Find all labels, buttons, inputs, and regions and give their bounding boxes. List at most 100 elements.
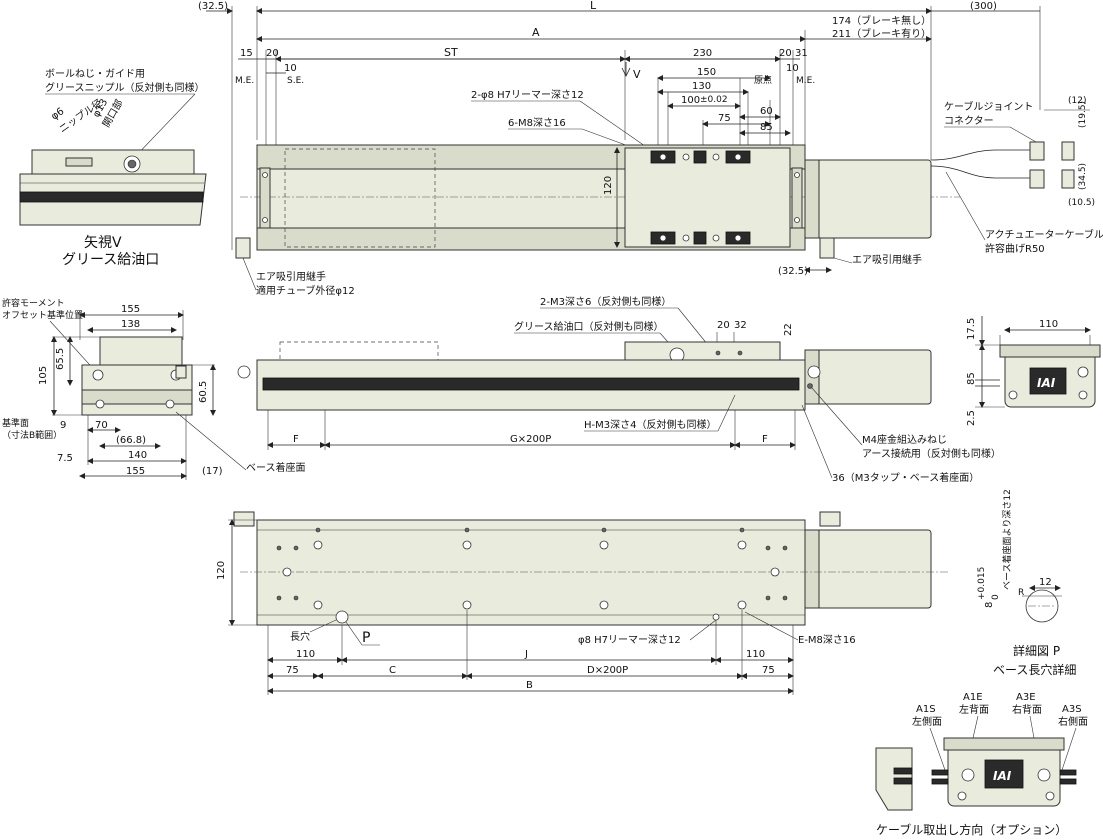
dim-110-motor: 110 — [1039, 319, 1058, 330]
dim-20-side: 20 — [717, 320, 730, 331]
dim-60: 60 — [760, 106, 773, 117]
dim-L: L — [590, 0, 597, 12]
dim-J: J — [524, 649, 528, 660]
note-m8: 6-M8深さ16 — [508, 117, 566, 129]
slot-p — [335, 610, 349, 624]
note-grease-1: ボールねじ・ガイド用 — [45, 68, 145, 80]
dim-C: C — [389, 665, 396, 676]
note-air-suction-right: エア吸引用継手 — [852, 253, 922, 266]
dim-9: 9 — [60, 420, 66, 431]
bottom-base — [256, 519, 806, 626]
dim-10-5: (10.5) — [1068, 198, 1095, 208]
note-m4-2: アース接続用（反対側も同様） — [862, 447, 1001, 460]
dim-left-offset: (32.5) — [198, 1, 228, 12]
dim-17-5-motor: 17.5 — [966, 318, 977, 340]
dim-65-5: 65.5 — [55, 348, 66, 370]
dim-2-5-motor: 2.5 — [966, 410, 977, 426]
label-slot: 長穴 — [290, 630, 310, 643]
opt-logo: IAI — [993, 769, 1012, 783]
dim-F-left: F — [293, 434, 299, 445]
label-me-right: M.E. — [796, 76, 815, 86]
dim-100: 100 — [681, 95, 700, 106]
dim-19-5: (19.5) — [1078, 101, 1088, 128]
dim-110-right: 110 — [746, 649, 765, 660]
dim-7-5: 7.5 — [57, 453, 73, 464]
view-v-title-2: グリース給油口 — [62, 252, 159, 268]
dim-10-right: 10 — [786, 63, 799, 74]
dim-20-left: 20 — [266, 48, 279, 59]
label-origin: 原点 — [754, 75, 772, 86]
side-motor — [804, 349, 932, 405]
dim-155-bottom: 155 — [126, 466, 145, 477]
dim-230: 230 — [693, 48, 712, 59]
dim-10-left: 10 — [284, 63, 297, 74]
note-air-suction-left-1: エア吸引用継手 — [256, 270, 326, 283]
note-ref-1: 基準面 — [2, 417, 29, 429]
dim-70: 70 — [95, 420, 108, 431]
note-m3-6: 2-M3深さ6（反対側も同様） — [540, 295, 671, 308]
dim-32-5-right: (32.5) — [778, 266, 808, 277]
dim-120-bottom: 120 — [216, 561, 227, 580]
opt-a3s: A3S — [1062, 704, 1082, 715]
dim-130: 130 — [692, 81, 711, 92]
opt-a1s-sub: 左側面 — [912, 715, 942, 728]
opt-a3s-sub: 右側面 — [1058, 715, 1088, 728]
note-grease-port: グリース給油口（反対側も同様） — [514, 320, 664, 333]
dim-ST: ST — [444, 46, 458, 59]
dim-17: (17) — [202, 466, 223, 477]
dim-32-side: 32 — [734, 320, 747, 331]
side-view: 2-M3深さ6（反対側も同様） グリース給油口（反対側も同様） 20 32 22… — [237, 295, 1001, 484]
opt-a3e-sub: 右背面 — [1012, 703, 1042, 716]
dim-motor-nobrake: 174（ブレーキ無し） — [832, 14, 931, 27]
label-se: S.E. — [287, 76, 304, 86]
dim-140: 140 — [128, 450, 147, 461]
note-cable-joint-2: コネクター — [944, 115, 994, 127]
note-actuator-cable-2: 許容曲げR50 — [985, 242, 1045, 255]
label-me-left: M.E. — [235, 76, 254, 86]
detail-r: R — [1018, 588, 1024, 598]
note-actuator-cable-1: アクチュエーターケーブル — [985, 228, 1103, 241]
dim-105: 105 — [38, 366, 49, 385]
dim-85-motor: 85 — [966, 372, 977, 385]
note-em8: E-M8深さ16 — [798, 634, 856, 646]
dim-22-side: 22 — [783, 323, 794, 336]
dim-155-top: 155 — [121, 304, 140, 315]
side-cover-strip — [262, 377, 800, 391]
dim-150: 150 — [697, 67, 716, 78]
note-cable-joint-1: ケーブルジョイント — [944, 100, 1033, 113]
dim-34-5: (34.5) — [1078, 163, 1088, 190]
dim-66-8: (66.8) — [116, 435, 146, 446]
bottom-view: 120 長穴 P 110 J 110 75 C D×200P 75 B φ8 H… — [216, 511, 950, 695]
dim-B: B — [526, 680, 533, 691]
detail-title-2: ベース長穴詳細 — [993, 662, 1076, 677]
dim-motor-brake: 211（ブレーキ有り） — [832, 27, 931, 40]
detail-depth: ベース着座面より深さ12 — [1001, 489, 1013, 590]
cable-option: A1S 左側面 A1E 左背面 A3E 右背面 A3S 右側面 IAI ケーブル… — [875, 692, 1088, 837]
dim-85: 85 — [760, 122, 773, 133]
note-reamer-bottom: φ8 H7リーマー深さ12 — [578, 634, 681, 646]
dim-D: D×200P — [587, 665, 628, 676]
detail-dim-8: 8 — [984, 602, 995, 608]
dim-31: 31 — [795, 48, 808, 59]
note-base: ベース着座面 — [246, 461, 306, 474]
end-slider — [99, 336, 183, 366]
note-moment-1: 許容モーメント — [2, 297, 65, 309]
note-hm3: H-M3深さ4（反対側も同様） — [584, 418, 716, 431]
motor-top — [804, 159, 932, 239]
dim-A: A — [532, 26, 540, 39]
bottom-motor — [804, 529, 932, 609]
note-moment-2: オフセット基準位置 — [2, 309, 83, 321]
dim-75-right: 75 — [762, 665, 775, 676]
dim-20-right: 20 — [779, 48, 792, 59]
dim-100-tol: ±0.02 — [700, 95, 728, 105]
opt-a3e: A3E — [1016, 692, 1036, 703]
opt-a1s: A1S — [916, 704, 936, 715]
view-v-slider — [31, 149, 195, 175]
dim-G: G×200P — [510, 434, 551, 445]
dim-phi6: φ6 — [49, 106, 66, 122]
opt-title: ケーブル取出し方向（オプション） — [876, 822, 1067, 837]
side-slider — [624, 341, 781, 361]
dim-75-left: 75 — [286, 665, 299, 676]
opt-logo-plate — [984, 759, 1024, 789]
detail-tol-up: +0.015 — [977, 567, 987, 600]
